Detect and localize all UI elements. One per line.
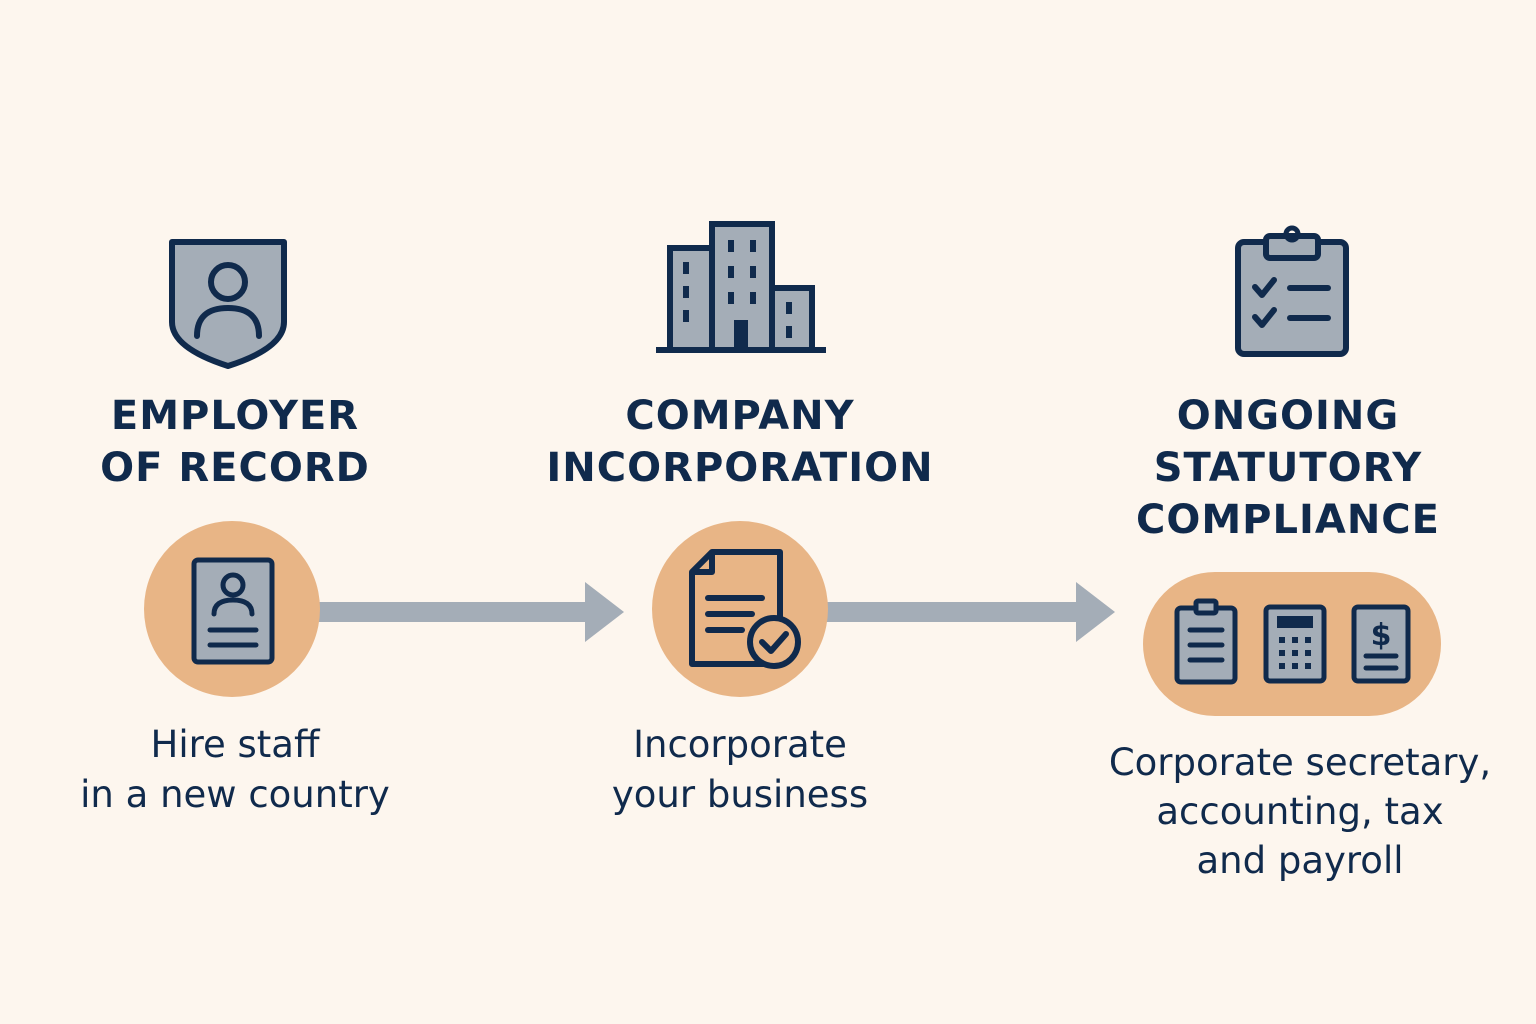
clipboard-icon bbox=[1174, 598, 1238, 685]
svg-text:$: $ bbox=[1371, 618, 1392, 653]
office-buildings-icon bbox=[656, 221, 826, 353]
description-line: Incorporate bbox=[633, 723, 847, 766]
title-line: ONGOING bbox=[1176, 393, 1400, 439]
shield-person-icon bbox=[169, 239, 287, 369]
title-line: COMPLIANCE bbox=[1136, 497, 1440, 543]
stage-description-ongoing-statutory-compliance: Corporate secretary, accounting, tax and… bbox=[1070, 738, 1530, 885]
dollar-document-icon: $ bbox=[1351, 604, 1411, 684]
stage-description-employer-of-record: Hire staff in a new country bbox=[35, 720, 435, 820]
eor-badge bbox=[144, 521, 320, 697]
calculator-icon bbox=[1263, 604, 1327, 684]
description-line: accounting, tax bbox=[1156, 790, 1444, 833]
title-line: INCORPORATION bbox=[546, 445, 934, 491]
title-line: EMPLOYER bbox=[110, 393, 360, 439]
stage-title-employer-of-record: EMPLOYER OF RECORD bbox=[35, 390, 435, 494]
title-line: OF RECORD bbox=[100, 445, 370, 491]
stage-description-company-incorporation: Incorporate your business bbox=[540, 720, 940, 820]
compliance-badge: $ bbox=[1143, 572, 1441, 716]
clipboard-checklist-icon bbox=[1235, 225, 1349, 357]
description-line: your business bbox=[611, 773, 869, 816]
stage-title-company-incorporation: COMPANY INCORPORATION bbox=[490, 390, 990, 494]
id-card-icon bbox=[191, 557, 275, 665]
arrow-incorporation-to-compliance bbox=[826, 582, 1115, 642]
document-check-icon bbox=[689, 549, 801, 669]
title-line: COMPANY bbox=[625, 393, 855, 439]
description-line: Hire staff bbox=[150, 723, 320, 766]
description-line: Corporate secretary, bbox=[1108, 741, 1492, 784]
stage-title-ongoing-statutory-compliance: ONGOING STATUTORY COMPLIANCE bbox=[1088, 390, 1488, 546]
description-line: in a new country bbox=[80, 773, 390, 816]
arrow-eor-to-incorporation bbox=[318, 582, 624, 642]
title-line: STATUTORY bbox=[1153, 445, 1423, 491]
incorporation-badge bbox=[652, 521, 828, 697]
description-line: and payroll bbox=[1196, 839, 1404, 882]
